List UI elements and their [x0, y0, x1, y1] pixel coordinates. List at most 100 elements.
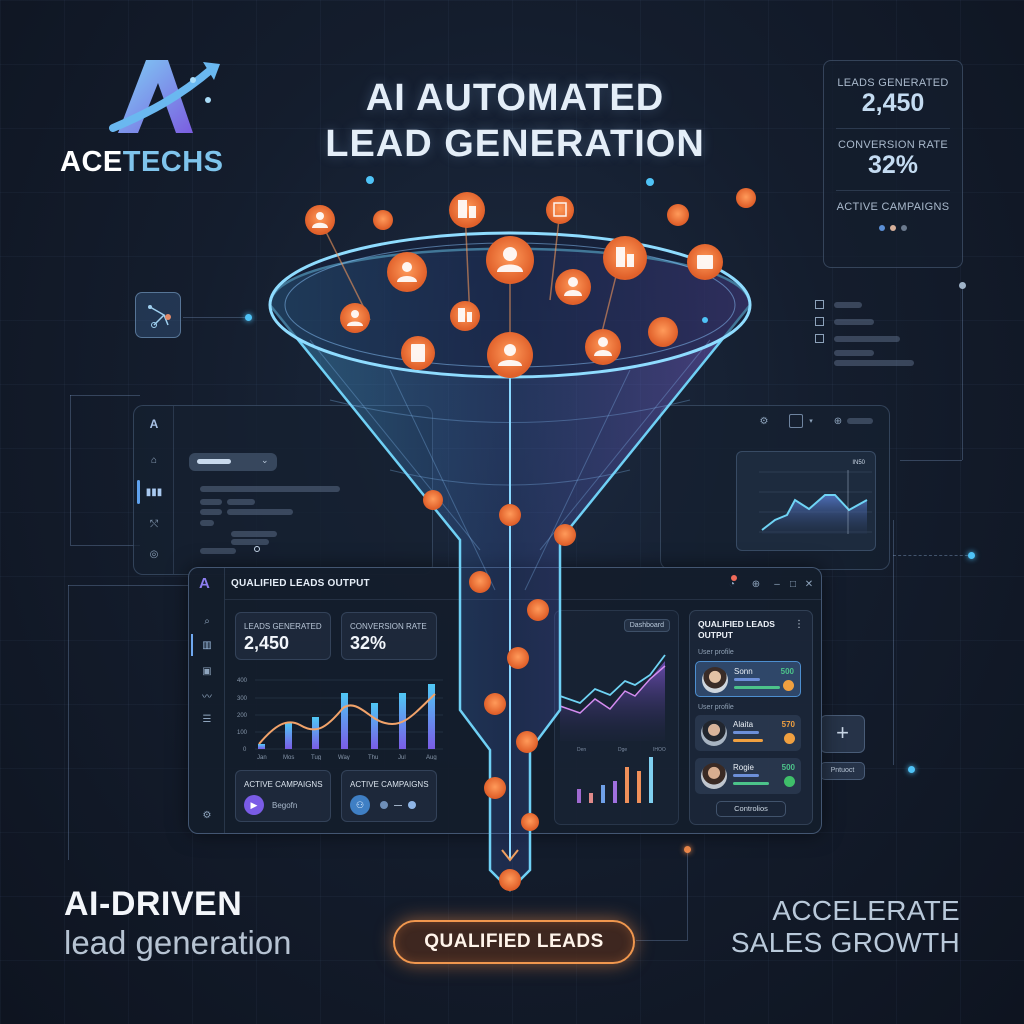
conversion-rate-label: CONVERSION RATE: [837, 139, 949, 151]
qualified-leads-panel: QUALIFIED LEADS OUTPUT ⋮ User profile So…: [689, 610, 813, 825]
placeholder-bar: [834, 350, 874, 356]
svg-text:Tug: Tug: [311, 755, 321, 760]
active-indicator: [137, 480, 140, 504]
bar-chart-icon[interactable]: ▥: [202, 639, 212, 651]
campaign-action-label: Begofn: [272, 801, 298, 810]
svg-text:Thu: Thu: [368, 755, 378, 760]
dashboard-chip[interactable]: Dashboard: [623, 619, 670, 632]
avatar: [702, 667, 728, 693]
checkbox[interactable]: [815, 334, 824, 343]
minimize-icon[interactable]: –: [774, 578, 780, 590]
coin-icon: [784, 776, 795, 787]
close-icon[interactable]: ✕: [804, 578, 814, 590]
settings-icon[interactable]: ⚙: [759, 415, 769, 427]
placeholder-bar: [834, 319, 874, 325]
area-chart-svg: [759, 470, 872, 534]
tagline-light: lead generation: [64, 924, 292, 961]
circuit-line: [70, 545, 140, 546]
progress-bar: [733, 782, 769, 785]
placeholder-bar: [847, 418, 873, 424]
controls-button[interactable]: Controlios: [716, 801, 786, 817]
svg-text:IHOO: IHOO: [653, 747, 666, 753]
network-node-button[interactable]: [135, 292, 181, 338]
coin-icon: [784, 733, 795, 744]
svg-text:Den: Den: [577, 747, 586, 753]
leads-generated-label: LEADS GENERATED: [837, 77, 949, 89]
globe-icon[interactable]: ◎: [149, 548, 159, 560]
stats-card: LEADS GENERATED 2,450 CONVERSION RATE 32…: [823, 60, 963, 268]
active-campaigns-card: ACTIVE CAMPAIGNS ⚇: [341, 770, 437, 822]
chevron-down-icon[interactable]: ▾: [809, 418, 813, 425]
active-campaigns-card: ACTIVE CAMPAIGNS ▶ Begofn: [235, 770, 331, 822]
page-dot[interactable]: [901, 225, 907, 231]
notification-badge: [731, 575, 737, 581]
card-label: ACTIVE CAMPAIGNS: [350, 780, 429, 789]
mini-area-chart: IN50: [736, 451, 876, 551]
divider: [394, 805, 402, 806]
more-options-icon[interactable]: ⋮: [794, 619, 804, 630]
trend-icon[interactable]: 〰: [202, 691, 212, 703]
svg-text:0: 0: [243, 747, 247, 753]
svg-text:100: 100: [237, 730, 248, 736]
active-indicator: [191, 634, 193, 656]
accelerate-tagline: ACCELERATE SALES GROWTH: [730, 895, 960, 958]
logo-a-arrow-icon: [109, 60, 220, 133]
page-dot[interactable]: [890, 225, 896, 231]
settings-icon[interactable]: ⚙: [202, 809, 212, 821]
circuit-line: [687, 850, 688, 940]
bar-chart-icon[interactable]: ▮▮▮: [145, 486, 163, 498]
maximize-icon[interactable]: □: [789, 578, 797, 590]
lead-name: Sonn: [734, 667, 753, 676]
dashboard-sidebar: A ⌕ ▥ ▣ 〰 ☰ ⚙: [189, 568, 225, 833]
product-button[interactable]: Pntuoct: [820, 762, 865, 780]
network-icon[interactable]: ⤲: [150, 518, 158, 530]
play-button[interactable]: ▶: [244, 795, 264, 815]
svg-text:300: 300: [237, 696, 248, 702]
dashboard-title: QUALIFIED LEADS OUTPUT: [231, 578, 370, 589]
qualified-leads-pill[interactable]: QUALIFIED LEADS: [393, 920, 635, 964]
lead-row[interactable]: Alaita 570: [695, 715, 801, 751]
pagination-dots[interactable]: [824, 225, 962, 231]
placeholder-bar: [200, 548, 236, 554]
divider: [836, 190, 950, 191]
active-campaigns-label: ACTIVE CAMPAIGNS: [836, 201, 950, 213]
list-icon[interactable]: ☰: [202, 713, 212, 725]
slider-handle[interactable]: [254, 546, 260, 552]
search-icon[interactable]: ⌕: [204, 615, 210, 627]
placeholder-bar: [200, 509, 222, 515]
status-dot: [408, 801, 416, 809]
notification-icon[interactable]: ◔: [728, 578, 736, 590]
circuit-line: [70, 395, 71, 545]
dropdown-select[interactable]: ⌄: [189, 453, 277, 471]
report-icon[interactable]: ▣: [202, 665, 212, 677]
checkbox[interactable]: [815, 317, 824, 326]
home-icon[interactable]: ⌂: [150, 454, 158, 466]
background-analytics-window: ⚙ ▾ ⊕ IN50: [660, 405, 890, 570]
kpi-leads-generated: LEADS GENERATED 2,450: [235, 612, 331, 660]
kpi-value: 2,450: [244, 633, 290, 653]
checkbox[interactable]: [815, 300, 824, 309]
page-dot[interactable]: [879, 225, 885, 231]
lead-row[interactable]: Rogie 500: [695, 758, 801, 794]
lead-row[interactable]: Sonn 500: [695, 661, 801, 697]
brand-name: ACETECHS: [60, 146, 224, 178]
globe-icon[interactable]: ⊕: [833, 415, 843, 427]
window-icon[interactable]: [789, 414, 803, 428]
section-label: User profile: [698, 649, 734, 656]
brand-logo: ACETECHS: [58, 58, 248, 188]
add-button[interactable]: +: [820, 715, 865, 753]
team-button[interactable]: ⚇: [350, 795, 370, 815]
placeholder-bar: [834, 336, 900, 342]
logo-a-icon: A: [199, 575, 210, 592]
placeholder-bar: [227, 499, 255, 505]
placeholder-bar: [200, 486, 340, 492]
divider: [836, 128, 950, 129]
circuit-line: [68, 585, 188, 586]
circuit-line: [636, 940, 688, 941]
globe-icon[interactable]: ⊕: [751, 578, 761, 590]
network-icon: [148, 305, 171, 328]
progress-bar: [734, 686, 780, 689]
